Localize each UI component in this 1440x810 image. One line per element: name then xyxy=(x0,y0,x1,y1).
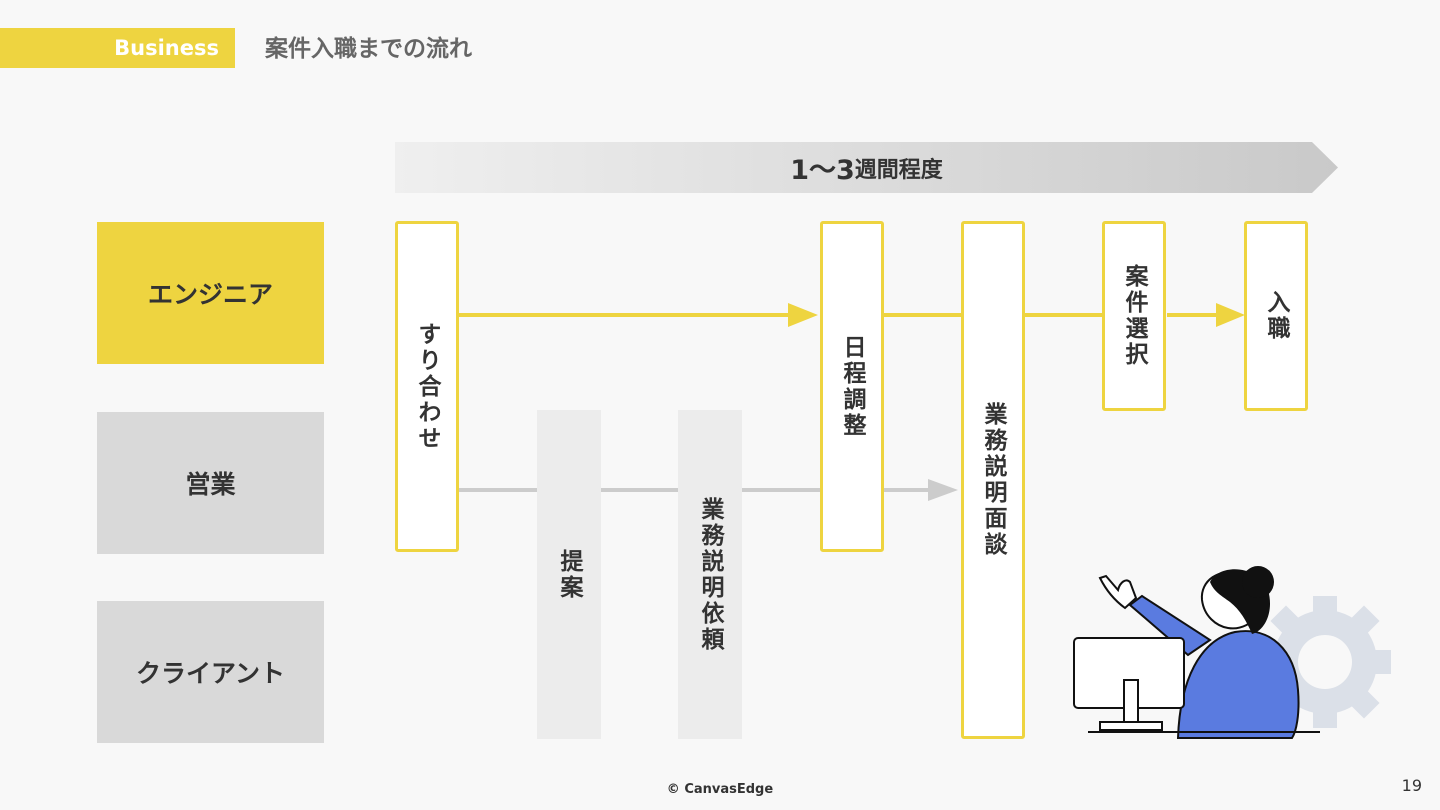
arrowhead-onboarding xyxy=(1216,303,1245,327)
duration-unit: 週間程度 xyxy=(854,157,943,183)
step-briefing-interview: 業務説明面談 xyxy=(961,221,1025,739)
section-tag: Business xyxy=(0,28,235,68)
step-selection: 案件選択 xyxy=(1102,221,1166,411)
person-at-computer-illustration xyxy=(1073,566,1391,739)
step-proposal: 提案 xyxy=(537,410,601,739)
step-alignment: すり合わせ xyxy=(395,221,459,552)
computer-monitor xyxy=(1073,637,1320,733)
role-engineer: エンジニア xyxy=(97,222,324,364)
role-client: クライアント xyxy=(97,601,324,743)
duration-range: 1〜3 xyxy=(790,155,855,186)
role-sales: 営業 xyxy=(97,412,324,554)
step-briefing-request: 業務説明依頼 xyxy=(678,410,742,739)
step-scheduling: 日程調整 xyxy=(820,221,884,552)
duration-arrow xyxy=(395,142,1338,193)
arrowhead-briefing-interview xyxy=(928,479,958,501)
copyright: © CanvasEdge xyxy=(666,782,774,797)
page-title: 案件入職までの流れ xyxy=(265,36,472,62)
arrowhead-scheduling xyxy=(788,303,818,327)
step-onboarding: 入職 xyxy=(1244,221,1308,411)
person-figure xyxy=(1098,566,1300,739)
page-number: 19 xyxy=(1401,776,1422,795)
gear-icon xyxy=(1259,596,1391,728)
